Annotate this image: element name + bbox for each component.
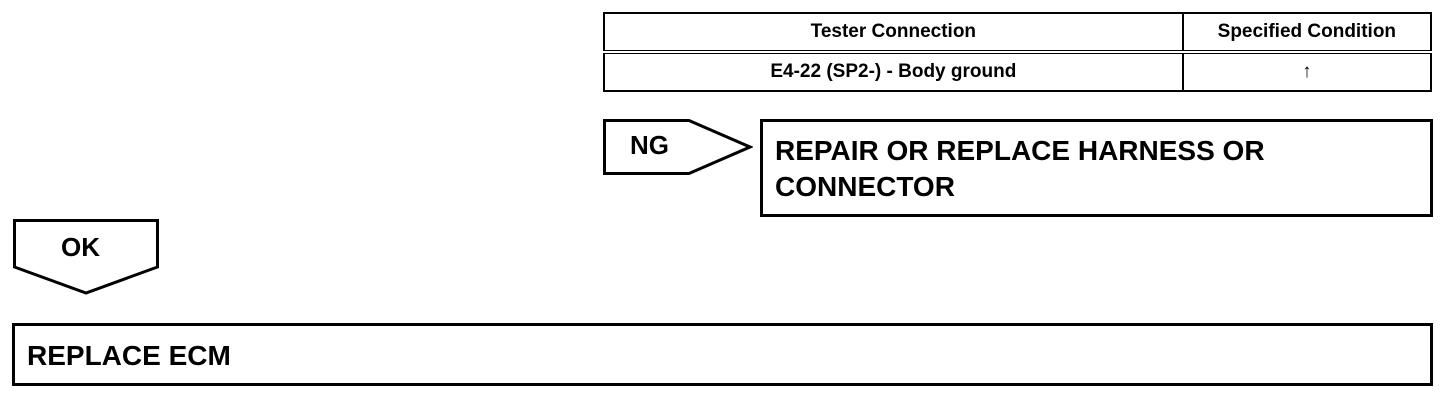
header-tester-connection: Tester Connection xyxy=(603,12,1184,54)
ng-label: NG xyxy=(630,130,669,160)
replace-ecm-box: REPLACE ECM xyxy=(12,323,1433,386)
cell-specified-condition: ↑ xyxy=(1181,51,1433,92)
specification-table: Tester Connection Specified Condition E4… xyxy=(603,12,1433,92)
ng-branch-arrow: NG xyxy=(603,119,753,175)
cell-tester-connection: E4-22 (SP2-) - Body ground xyxy=(603,51,1184,92)
header-specified-condition: Specified Condition xyxy=(1181,12,1433,54)
table-row: E4-22 (SP2-) - Body ground ↑ xyxy=(603,51,1433,92)
replace-ecm-text: REPLACE ECM xyxy=(27,340,231,371)
repair-harness-text: REPAIR OR REPLACE HARNESS OR CONNECTOR xyxy=(775,135,1265,202)
table-header-row: Tester Connection Specified Condition xyxy=(603,12,1433,54)
ok-label: OK xyxy=(61,232,100,262)
down-arrow-tag-icon xyxy=(13,219,159,295)
right-arrow-tag-icon xyxy=(603,119,753,175)
ok-branch-arrow: OK xyxy=(13,219,159,295)
repair-harness-box: REPAIR OR REPLACE HARNESS OR CONNECTOR xyxy=(760,119,1433,217)
